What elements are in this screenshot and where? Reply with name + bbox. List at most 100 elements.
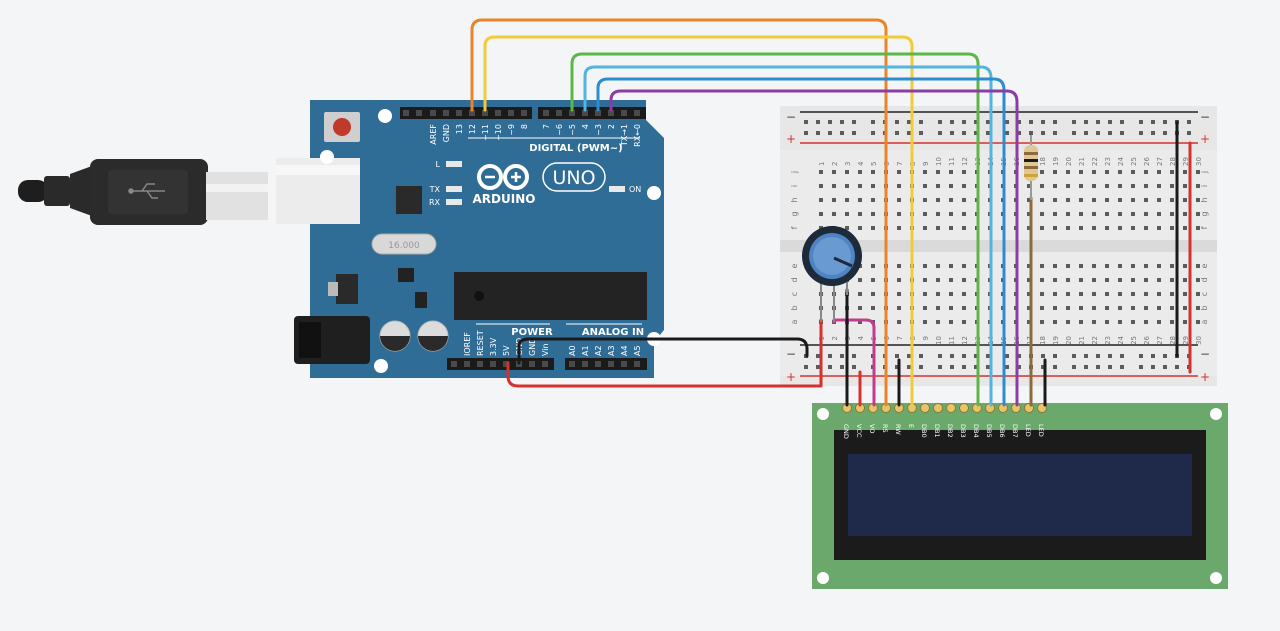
wire-gnd-rail[interactable] xyxy=(517,337,809,365)
rail-hole[interactable] xyxy=(1005,131,1009,135)
rail-hole[interactable] xyxy=(919,365,923,369)
breadboard-hole[interactable] xyxy=(871,226,875,230)
breadboard-hole[interactable] xyxy=(1092,226,1096,230)
breadboard-hole[interactable] xyxy=(936,212,940,216)
rail-hole[interactable] xyxy=(1108,120,1112,124)
rail-hole[interactable] xyxy=(1163,131,1167,135)
rail-hole[interactable] xyxy=(962,354,966,358)
breadboard-hole[interactable] xyxy=(923,184,927,188)
breadboard-hole[interactable] xyxy=(1131,184,1135,188)
breadboard-hole[interactable] xyxy=(1144,212,1148,216)
breadboard-hole[interactable] xyxy=(858,306,862,310)
breadboard[interactable]: 1122334455667788991010111112121313141415… xyxy=(780,106,1217,386)
breadboard-hole[interactable] xyxy=(1105,292,1109,296)
breadboard-hole[interactable] xyxy=(936,184,940,188)
rail-hole[interactable] xyxy=(962,131,966,135)
rail-hole[interactable] xyxy=(974,120,978,124)
breadboard-hole[interactable] xyxy=(858,320,862,324)
rail-hole[interactable] xyxy=(1041,120,1045,124)
rail-hole[interactable] xyxy=(816,131,820,135)
breadboard-hole[interactable] xyxy=(1118,292,1122,296)
breadboard-hole[interactable] xyxy=(1066,264,1070,268)
breadboard-hole[interactable] xyxy=(832,170,836,174)
breadboard-hole[interactable] xyxy=(1092,278,1096,282)
rail-hole[interactable] xyxy=(1139,131,1143,135)
rail-hole[interactable] xyxy=(938,120,942,124)
rail-hole[interactable] xyxy=(1151,120,1155,124)
rail-hole[interactable] xyxy=(1072,120,1076,124)
breadboard-hole[interactable] xyxy=(1105,278,1109,282)
breadboard-hole[interactable] xyxy=(1092,170,1096,174)
breadboard-hole[interactable] xyxy=(1144,292,1148,296)
breadboard-hole[interactable] xyxy=(897,170,901,174)
breadboard-hole[interactable] xyxy=(1053,226,1057,230)
breadboard-hole[interactable] xyxy=(1079,184,1083,188)
rail-hole[interactable] xyxy=(871,131,875,135)
rail-hole[interactable] xyxy=(1139,365,1143,369)
rail-hole[interactable] xyxy=(1120,354,1124,358)
header-pin[interactable] xyxy=(482,110,488,116)
rail-hole[interactable] xyxy=(804,365,808,369)
breadboard-hole[interactable] xyxy=(1105,198,1109,202)
breadboard-hole[interactable] xyxy=(1066,292,1070,296)
breadboard-hole[interactable] xyxy=(871,278,875,282)
breadboard-hole[interactable] xyxy=(1079,320,1083,324)
rail-hole[interactable] xyxy=(974,131,978,135)
rail-hole[interactable] xyxy=(950,354,954,358)
breadboard-hole[interactable] xyxy=(1092,212,1096,216)
breadboard-hole[interactable] xyxy=(1183,198,1187,202)
breadboard-hole[interactable] xyxy=(1066,320,1070,324)
rail-hole[interactable] xyxy=(907,131,911,135)
breadboard-hole[interactable] xyxy=(871,212,875,216)
rail-hole[interactable] xyxy=(816,120,820,124)
breadboard-hole[interactable] xyxy=(949,212,953,216)
breadboard-hole[interactable] xyxy=(1027,292,1031,296)
breadboard-hole[interactable] xyxy=(1157,306,1161,310)
breadboard-hole[interactable] xyxy=(1183,212,1187,216)
header-pin[interactable] xyxy=(451,361,457,367)
breadboard-hole[interactable] xyxy=(949,320,953,324)
breadboard-hole[interactable] xyxy=(1053,306,1057,310)
breadboard-hole[interactable] xyxy=(1183,306,1187,310)
header-pin[interactable] xyxy=(556,110,562,116)
breadboard-hole[interactable] xyxy=(845,226,849,230)
breadboard-hole[interactable] xyxy=(1040,170,1044,174)
header-pin[interactable] xyxy=(430,110,436,116)
breadboard-hole[interactable] xyxy=(962,320,966,324)
breadboard-hole[interactable] xyxy=(923,198,927,202)
rail-hole[interactable] xyxy=(1053,120,1057,124)
breadboard-hole[interactable] xyxy=(897,292,901,296)
breadboard-hole[interactable] xyxy=(1053,184,1057,188)
breadboard-hole[interactable] xyxy=(1170,226,1174,230)
rail-hole[interactable] xyxy=(938,131,942,135)
breadboard-hole[interactable] xyxy=(923,170,927,174)
rail-hole[interactable] xyxy=(1084,120,1088,124)
rail-hole[interactable] xyxy=(828,354,832,358)
breadboard-hole[interactable] xyxy=(897,226,901,230)
breadboard-hole[interactable] xyxy=(832,212,836,216)
breadboard-hole[interactable] xyxy=(1170,198,1174,202)
rail-hole[interactable] xyxy=(986,354,990,358)
rail-hole[interactable] xyxy=(986,365,990,369)
breadboard-hole[interactable] xyxy=(1144,306,1148,310)
rail-hole[interactable] xyxy=(938,354,942,358)
breadboard-hole[interactable] xyxy=(1144,198,1148,202)
breadboard-hole[interactable] xyxy=(819,212,823,216)
rail-hole[interactable] xyxy=(1072,365,1076,369)
rail-hole[interactable] xyxy=(907,354,911,358)
breadboard-hole[interactable] xyxy=(1157,278,1161,282)
breadboard-hole[interactable] xyxy=(871,198,875,202)
breadboard-hole[interactable] xyxy=(923,278,927,282)
header-pin[interactable] xyxy=(582,361,588,367)
breadboard-hole[interactable] xyxy=(936,292,940,296)
rail-hole[interactable] xyxy=(852,365,856,369)
header-pin[interactable] xyxy=(456,110,462,116)
header-pin[interactable] xyxy=(521,110,527,116)
breadboard-hole[interactable] xyxy=(858,184,862,188)
breadboard-hole[interactable] xyxy=(949,198,953,202)
breadboard-hole[interactable] xyxy=(923,292,927,296)
breadboard-hole[interactable] xyxy=(871,170,875,174)
breadboard-hole[interactable] xyxy=(1196,226,1200,230)
lcd-pin[interactable] xyxy=(933,403,943,413)
rail-hole[interactable] xyxy=(1108,131,1112,135)
